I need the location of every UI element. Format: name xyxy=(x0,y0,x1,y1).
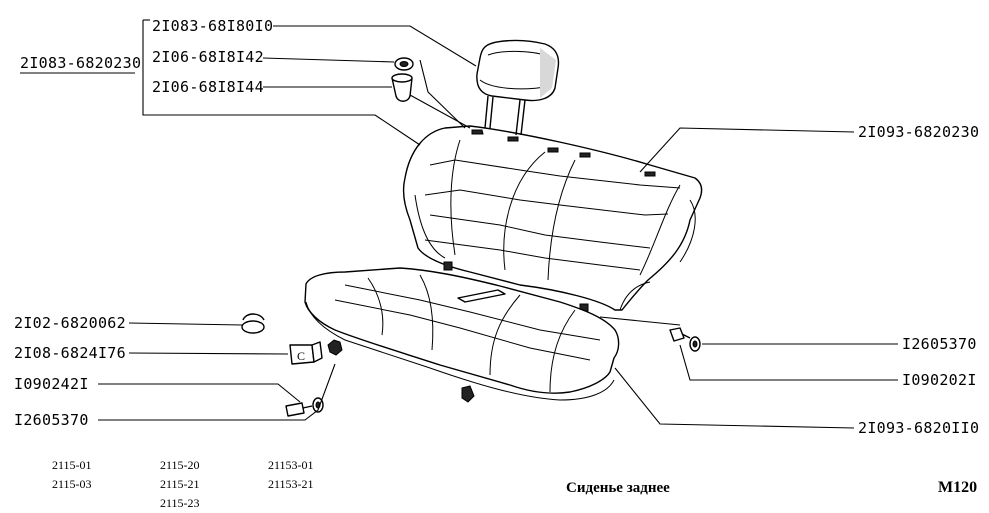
model-col3-item: 21153-01 xyxy=(268,458,314,472)
bushing-upper-drawing xyxy=(394,57,414,71)
washer-left-drawing xyxy=(312,397,324,413)
clip-cap-drawing xyxy=(241,313,265,334)
label-backrest: 2I093-6820230 xyxy=(858,123,979,141)
model-col2-item: 2115-21 xyxy=(160,477,200,491)
label-washer-right: I2605370 xyxy=(902,335,977,353)
label-bushing-upper: 2I06-68I8I42 xyxy=(152,48,264,66)
leader-lines xyxy=(98,19,898,429)
model-col1-item: 2115-01 xyxy=(52,458,92,472)
label-bolt-right: I090202I xyxy=(902,371,977,389)
bushing-lower-drawing xyxy=(391,73,413,102)
backrest-drawing xyxy=(402,125,703,312)
label-cushion: 2I093-6820II0 xyxy=(858,419,979,437)
cushion-drawing xyxy=(304,267,620,403)
latch-bracket-drawing: C xyxy=(289,341,323,365)
headrest-drawing xyxy=(476,39,560,136)
label-latch-bracket: 2I08-6824I76 xyxy=(14,344,126,362)
page-code: M120 xyxy=(938,479,977,496)
bolt-left-drawing xyxy=(285,402,313,417)
label-clip-cap: 2I02-6820062 xyxy=(14,314,126,332)
label-bushing-lower: 2I06-68I8I44 xyxy=(152,78,264,96)
model-col2-item: 2115-20 xyxy=(160,458,200,472)
svg-text:C: C xyxy=(297,349,305,363)
model-col1-item: 2115-03 xyxy=(52,477,92,491)
bolt-right-drawing xyxy=(669,327,691,342)
diagram-caption: Сиденье заднее xyxy=(566,480,670,496)
label-headrest: 2I083-68I80I0 xyxy=(152,17,273,35)
label-bolt-left: I090242I xyxy=(14,375,89,393)
washer-right-drawing xyxy=(689,336,701,352)
model-col2-item: 2115-23 xyxy=(160,496,200,510)
label-assembly-main: 2I083-6820230 xyxy=(20,54,141,72)
label-washer-left: I2605370 xyxy=(14,411,89,429)
model-col3-item: 21153-21 xyxy=(268,477,314,491)
